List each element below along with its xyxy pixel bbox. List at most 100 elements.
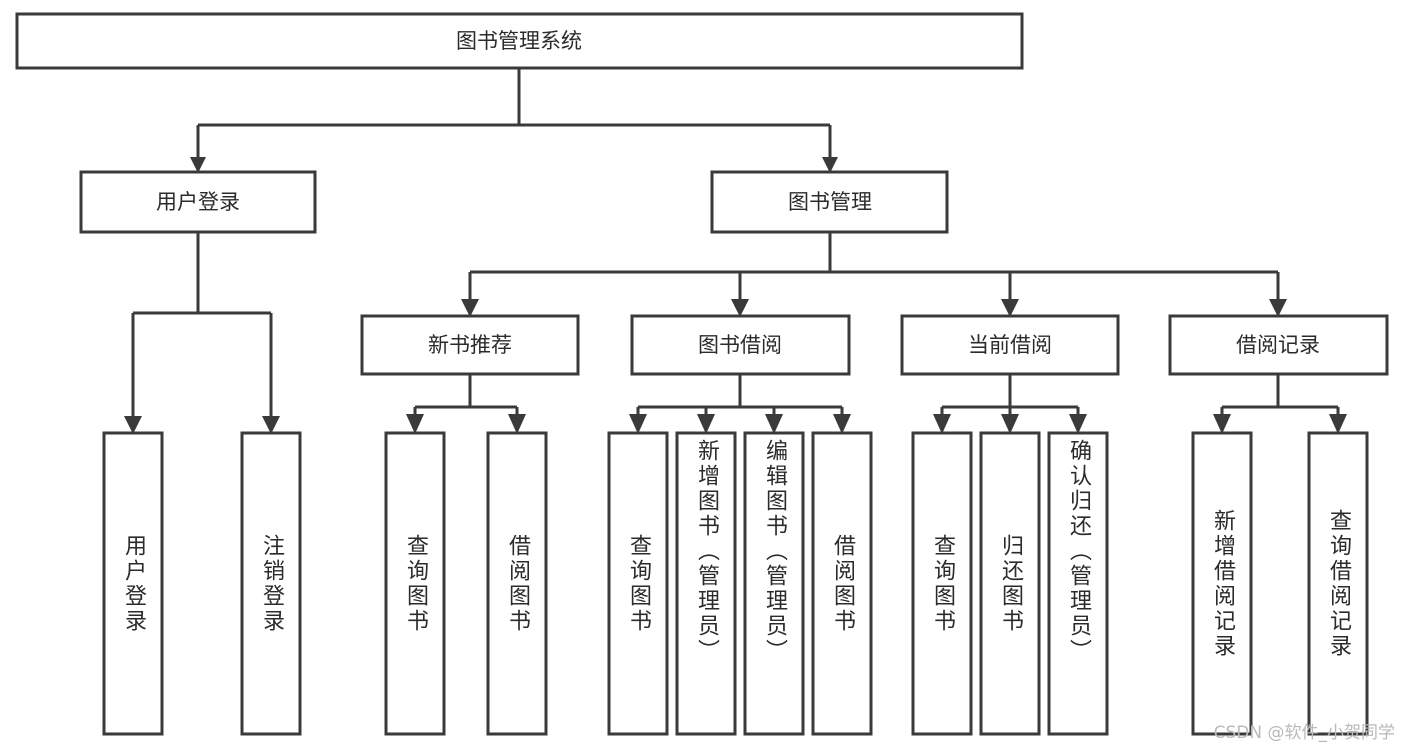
leaf-query-book-1-label: 查询图书 xyxy=(403,533,428,634)
leaf-borrow-book-2-box[interactable] xyxy=(811,431,873,736)
leaf-query-record-box[interactable] xyxy=(1307,431,1369,736)
leaf-add-book-box[interactable] xyxy=(675,431,737,736)
leaf-return-book-label: 归还图书 xyxy=(998,533,1023,634)
leaf-edit-book-box[interactable] xyxy=(743,431,805,736)
arrow-to-book-borrow xyxy=(731,299,749,317)
node-root-label: 图书管理系统 xyxy=(456,29,582,53)
node-book-borrow-box[interactable] xyxy=(630,314,851,376)
node-book-manage-label: 图书管理 xyxy=(788,190,872,214)
node-borrow-record[interactable]: 借阅记录 xyxy=(1168,314,1389,376)
leaf-borrow-book-1[interactable]: 借阅图书 xyxy=(486,431,548,736)
node-user-login-box[interactable] xyxy=(79,170,317,234)
arrow-to-borrow-record xyxy=(1269,299,1287,317)
node-book-manage[interactable]: 图书管理 xyxy=(710,170,949,234)
arrow-to-current-borrow xyxy=(1001,299,1019,317)
arrow-to-leaf-logout-login xyxy=(262,416,280,434)
leaf-add-record-box[interactable] xyxy=(1191,431,1253,736)
node-new-book-rec-label: 新书推荐 xyxy=(428,333,512,357)
leaf-user-login-text-area: 用户登录 xyxy=(121,533,146,634)
connector-root-to-level2 xyxy=(196,68,832,158)
arrow-to-leaf-confirm-return xyxy=(1069,414,1087,434)
leaf-logout-login[interactable]: 注销登录 xyxy=(240,431,302,736)
leaf-confirm-return-box[interactable] xyxy=(1047,431,1109,736)
leaf-edit-book-text-area: 编辑图书（管理员） xyxy=(762,439,787,664)
leaf-logout-login-box[interactable] xyxy=(240,431,302,736)
connector-new-book-rec-to-leaves xyxy=(413,374,519,417)
leaf-edit-book[interactable]: 编辑图书（管理员） xyxy=(743,431,805,736)
leaf-query-book-3-text-area: 查询图书 xyxy=(930,533,955,634)
leaf-user-login[interactable]: 用户登录 xyxy=(102,431,164,736)
leaf-borrow-book-1-box[interactable] xyxy=(486,431,548,736)
arrow-to-book-manage xyxy=(822,157,838,173)
leaf-add-book[interactable]: 新增图书（管理员） xyxy=(675,431,737,736)
arrow-to-leaf-query-record xyxy=(1329,414,1347,434)
connector-book-borrow-to-leaves xyxy=(636,374,844,417)
node-new-book-rec-box[interactable] xyxy=(360,314,580,376)
connector-book-manage-to-level3 xyxy=(468,232,1280,300)
leaf-add-record[interactable]: 新增借阅记录 xyxy=(1191,431,1253,736)
node-new-book-rec[interactable]: 新书推荐 xyxy=(360,314,580,376)
csdn-watermark: CSDN @软件_小贺同学 xyxy=(1213,723,1395,743)
leaf-query-book-3-label: 查询图书 xyxy=(930,533,955,634)
leaf-add-book-label: 新增图书（管理员） xyxy=(694,439,719,664)
leaf-query-book-3-box[interactable] xyxy=(911,431,973,736)
leaf-user-login-label: 用户登录 xyxy=(121,533,146,634)
connectors-group xyxy=(124,68,1347,434)
leaf-user-login-box[interactable] xyxy=(102,431,164,736)
node-current-borrow[interactable]: 当前借阅 xyxy=(900,314,1120,376)
leaf-return-book-text-area: 归还图书 xyxy=(998,533,1023,634)
leaf-logout-login-label: 注销登录 xyxy=(259,533,284,634)
connector-borrow-record-to-leaves xyxy=(1220,374,1340,417)
arrow-to-leaf-borrow-book-2 xyxy=(833,414,851,434)
leaf-add-record-label: 新增借阅记录 xyxy=(1210,508,1235,659)
leaf-borrow-book-2[interactable]: 借阅图书 xyxy=(811,431,873,736)
arrow-to-leaf-borrow-book-1 xyxy=(508,414,526,434)
leaf-query-book-2[interactable]: 查询图书 xyxy=(607,431,669,736)
node-current-borrow-label: 当前借阅 xyxy=(968,333,1052,357)
leaf-query-book-2-box[interactable] xyxy=(607,431,669,736)
arrow-to-leaf-user-login xyxy=(124,416,142,434)
leaf-query-record-text-area: 查询借阅记录 xyxy=(1326,508,1351,659)
leaf-borrow-book-2-label: 借阅图书 xyxy=(830,533,855,634)
leaf-query-record[interactable]: 查询借阅记录 xyxy=(1307,431,1369,736)
arrow-to-leaf-add-book xyxy=(697,414,715,434)
arrow-to-leaf-return-book xyxy=(1001,414,1019,434)
node-borrow-record-label: 借阅记录 xyxy=(1236,333,1320,357)
node-current-borrow-box[interactable] xyxy=(900,314,1120,376)
leaf-edit-book-label: 编辑图书（管理员） xyxy=(762,439,787,664)
connector-current-borrow-to-leaves xyxy=(940,374,1080,417)
arrow-to-leaf-query-book-3 xyxy=(933,414,951,434)
node-book-borrow[interactable]: 图书借阅 xyxy=(630,314,851,376)
node-user-login-label: 用户登录 xyxy=(156,190,240,214)
leaf-confirm-return[interactable]: 确认归还（管理员） xyxy=(1047,431,1109,736)
node-root-box[interactable] xyxy=(15,12,1024,70)
node-book-manage-box[interactable] xyxy=(710,170,949,234)
leaf-borrow-book-2-text-area: 借阅图书 xyxy=(830,533,855,634)
leaf-confirm-return-text-area: 确认归还（管理员） xyxy=(1066,439,1091,664)
leaf-query-book-1-box[interactable] xyxy=(384,431,446,736)
arrow-to-user-login xyxy=(190,157,206,173)
node-user-login[interactable]: 用户登录 xyxy=(79,170,317,234)
leaf-add-book-text-area: 新增图书（管理员） xyxy=(694,439,719,664)
leaf-query-book-1-text-area: 查询图书 xyxy=(403,533,428,634)
arrow-to-leaf-query-book-1 xyxy=(406,414,424,434)
connector-user-login-to-leaves xyxy=(131,232,273,417)
leaf-query-record-label: 查询借阅记录 xyxy=(1326,508,1351,659)
arrow-to-new-book-rec xyxy=(461,299,479,317)
leaf-return-book[interactable]: 归还图书 xyxy=(979,431,1041,736)
node-borrow-record-box[interactable] xyxy=(1168,314,1389,376)
leaf-borrow-book-1-text-area: 借阅图书 xyxy=(505,533,530,634)
leaf-add-record-text-area: 新增借阅记录 xyxy=(1210,508,1235,659)
leaf-query-book-1[interactable]: 查询图书 xyxy=(384,431,446,736)
leaf-query-book-2-label: 查询图书 xyxy=(626,533,651,634)
leaf-return-book-box[interactable] xyxy=(979,431,1041,736)
arrow-to-leaf-query-book-2 xyxy=(629,414,647,434)
leaf-confirm-return-label: 确认归还（管理员） xyxy=(1066,439,1091,664)
leaf-borrow-book-1-label: 借阅图书 xyxy=(505,533,530,634)
node-root[interactable]: 图书管理系统 xyxy=(15,12,1024,70)
arrow-to-leaf-add-record xyxy=(1213,414,1231,434)
leaf-query-book-2-text-area: 查询图书 xyxy=(626,533,651,634)
leaf-query-book-3[interactable]: 查询图书 xyxy=(911,431,973,736)
node-book-borrow-label: 图书借阅 xyxy=(698,333,782,357)
